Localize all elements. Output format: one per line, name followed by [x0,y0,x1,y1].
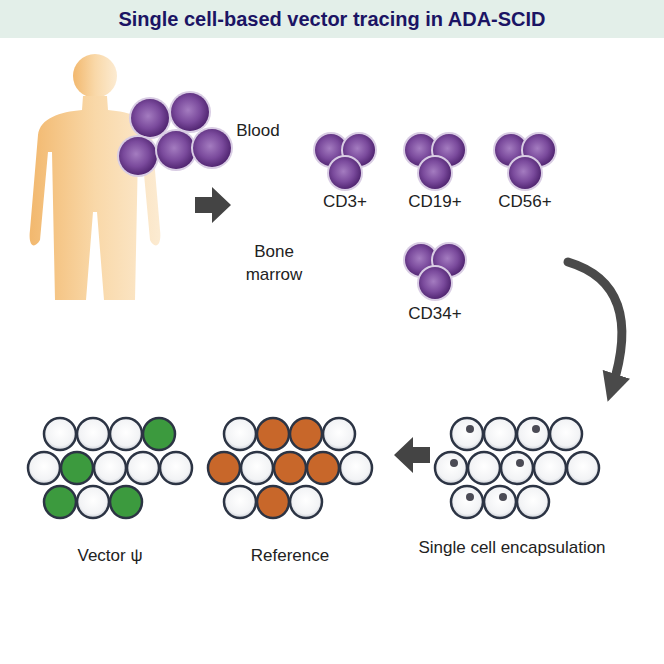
droplet [290,486,322,518]
label: CD3+ [323,191,367,214]
droplet [534,452,566,484]
curved-arrow [568,262,622,388]
droplet [501,452,533,484]
droplet [307,452,339,484]
droplet [110,418,142,450]
droplet [451,418,483,450]
droplet [28,452,60,484]
cell-rim [507,155,543,191]
droplet [550,418,582,450]
blood-cell [157,131,195,169]
blood-cell [131,99,169,137]
droplet [257,418,289,450]
cell-rim [417,155,453,191]
blood-cell [419,157,451,189]
cell-rim [191,127,233,169]
blood-cell [119,137,157,175]
block-arrow [394,437,430,473]
droplet [468,452,500,484]
label: Vector ψ [77,545,142,568]
droplet [127,452,159,484]
human-figure [30,54,161,300]
cell-dot [466,493,474,501]
droplet [323,418,355,450]
cell-dot [466,425,474,433]
droplet [241,452,273,484]
blood-cell [171,93,209,131]
droplet [224,486,256,518]
blood-cell [329,157,361,189]
cell-rim [117,135,159,177]
droplet [44,486,76,518]
droplet [257,486,289,518]
droplet [435,452,467,484]
droplet [451,486,483,518]
cell-dot [499,493,507,501]
label: CD19+ [408,191,461,214]
cell-rim [417,265,453,301]
droplet [340,452,372,484]
droplet [517,486,549,518]
cell-rim [155,129,197,171]
droplet [224,418,256,450]
blood-cell [509,157,541,189]
label: CD34+ [408,303,461,326]
droplet [484,418,516,450]
droplet [274,452,306,484]
title: Single cell-based vector tracing in ADA-… [0,0,664,38]
droplet [110,486,142,518]
label: CD56+ [498,191,551,214]
droplet [61,452,93,484]
cell-rim [327,155,363,191]
droplet [44,418,76,450]
blood-cell [419,267,451,299]
droplet [290,418,322,450]
droplet [160,452,192,484]
droplet [94,452,126,484]
label: Reference [251,545,329,568]
droplet [77,486,109,518]
cell-dot [516,459,524,467]
block-arrow [195,187,231,223]
label: Bone marrow [238,241,310,287]
title-band [0,0,664,38]
droplet [567,452,599,484]
label: Blood [236,120,279,143]
cell-dot [450,459,458,467]
cell-dot [532,425,540,433]
blood-cell [193,129,231,167]
droplet [484,486,516,518]
droplet [517,418,549,450]
label: Single cell encapsulation [418,537,605,560]
droplet [143,418,175,450]
cell-rim [169,91,211,133]
droplet [208,452,240,484]
droplet [77,418,109,450]
